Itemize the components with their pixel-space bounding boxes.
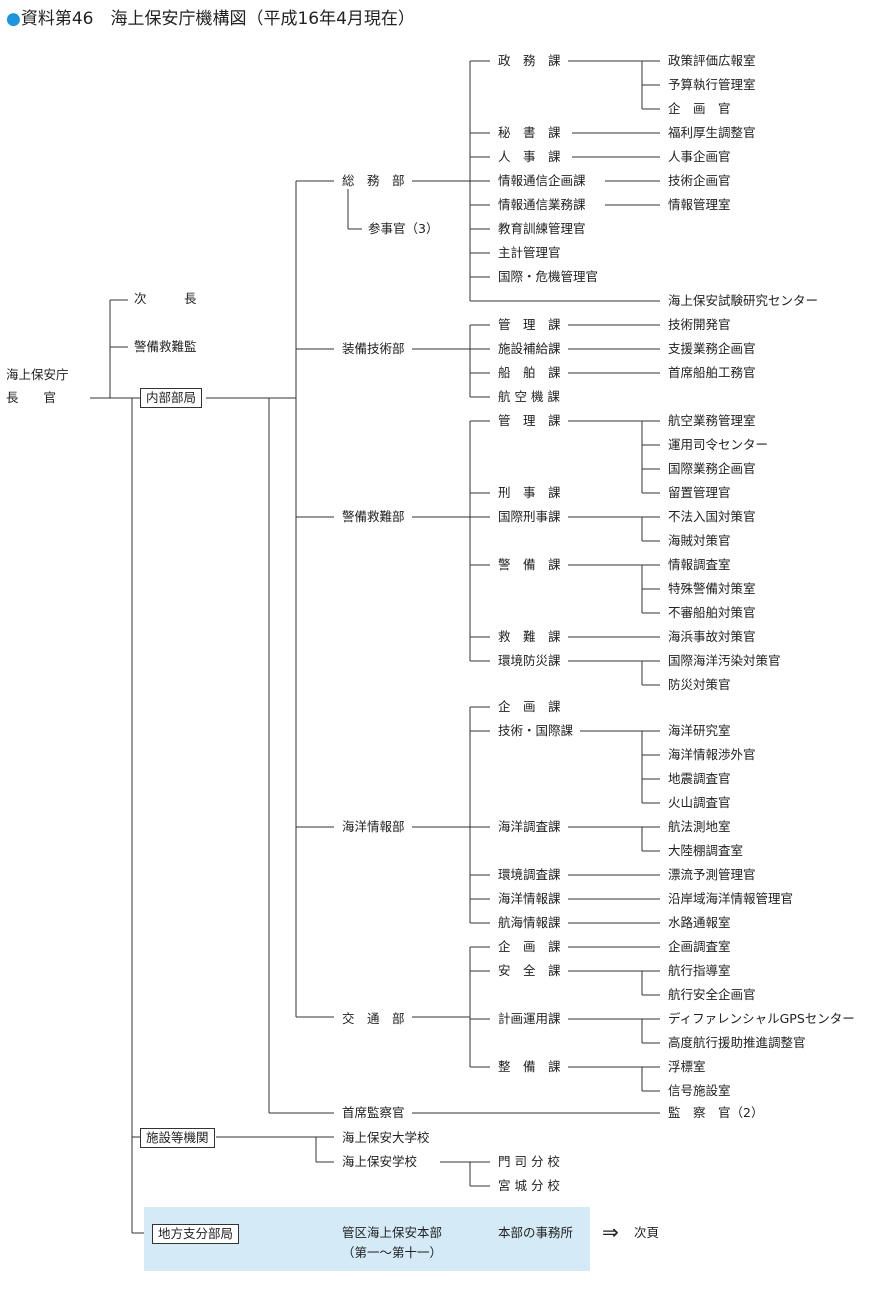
unit-fuhyo: 浮標室 <box>668 1059 706 1074</box>
next-page-label: 次頁 <box>634 1225 660 1240</box>
dept-somu: 総 務 部 <box>342 173 405 188</box>
unit-gijutsu-kikaku: 技術企画官 <box>668 173 731 188</box>
kansatsu-head: 首席監察官 <box>342 1105 405 1120</box>
regional-honbu: 管区海上保安本部 <box>342 1225 443 1240</box>
sobi-sec-kanri: 管 理 課 <box>498 317 561 332</box>
sec-kokusai-kiki: 国際・危機管理官 <box>498 269 599 284</box>
kaiyo-sec-kankyo: 環境調査課 <box>498 867 561 882</box>
kotsu-sec-keikaku: 計画運用課 <box>498 1011 561 1026</box>
kansatsu-officer: 監 察 官（2） <box>668 1105 764 1120</box>
unit-kokusai-gyomu: 国際業務企画官 <box>668 461 756 476</box>
unit-shuseki-senpaku: 首席船舶工務官 <box>668 365 756 380</box>
keibi-sec-kanri: 管 理 課 <box>498 413 561 428</box>
dept-sobi: 装備技術部 <box>342 341 405 356</box>
unit-shogai: 海洋情報渉外官 <box>668 747 756 762</box>
unit-kikakukan: 企 画 官 <box>668 101 731 116</box>
unit-shien: 支援業務企画官 <box>668 341 756 356</box>
sec-joho-kikaku: 情報通信企画課 <box>498 173 586 188</box>
sobi-sec-koku: 航 空 機 課 <box>498 389 560 404</box>
unit-hyoryu: 漂流予測管理官 <box>668 867 756 882</box>
unit-suiro-tsuho: 水路通報室 <box>668 915 731 930</box>
regional-sub: （第一～第十一） <box>342 1245 443 1260</box>
fac-miyagi: 宮 城 分 校 <box>498 1178 560 1193</box>
somu-sanjikan: 参事官（3） <box>368 221 439 236</box>
kotsu-sec-seibi: 整 備 課 <box>498 1059 561 1074</box>
kaiyo-sec-kikaku: 企 画 課 <box>498 699 561 714</box>
fac-daigakko: 海上保安大学校 <box>342 1130 430 1145</box>
unit-yosan: 予算執行管理室 <box>668 77 756 92</box>
next-page-arrow-icon: ⇒ <box>602 1220 619 1244</box>
regional-office: 本部の事務所 <box>498 1225 574 1240</box>
unit-kikaku-chosa: 企画調査室 <box>668 939 731 954</box>
sec-jinji: 人 事 課 <box>498 149 561 164</box>
unit-dgps-center: ディファレンシャルGPSセンター <box>668 1011 855 1026</box>
unit-enganiki: 沿岸域海洋情報管理官 <box>668 891 794 906</box>
unit-fushinsen: 不審船舶対策官 <box>668 605 756 620</box>
title-bullet: ● <box>6 9 21 29</box>
unit-koko-shido: 航行指導室 <box>668 963 731 978</box>
unit-unyo-shirei: 運用司令センター <box>668 437 769 452</box>
sobi-sec-shisetsu: 施設補給課 <box>498 341 561 356</box>
keibi-sec-keibi: 警 備 課 <box>498 557 561 572</box>
vice-commandant-operations: 警備救難監 <box>134 339 197 354</box>
sec-hisho: 秘 書 課 <box>498 125 561 140</box>
dept-kotsu: 交 通 部 <box>342 1011 405 1026</box>
unit-kaihin: 海浜事故対策官 <box>668 629 756 644</box>
kaiyo-sec-chosa: 海洋調査課 <box>498 819 561 834</box>
vice-commandant: 次 長 <box>134 291 197 306</box>
sobi-sec-senpaku: 船 舶 課 <box>498 365 561 380</box>
keibi-sec-kyunan: 救 難 課 <box>498 629 561 644</box>
unit-joho-kanri: 情報管理室 <box>668 197 731 212</box>
page-title: ●資料第46 海上保安庁機構図（平成16年4月現在） <box>6 8 415 30</box>
kotsu-sec-anzen: 安 全 課 <box>498 963 561 978</box>
title-text: 資料第46 海上保安庁機構図（平成16年4月現在） <box>20 9 415 29</box>
kaiyo-sec-kokai: 航海情報課 <box>498 915 561 930</box>
sec-kyoiku: 教育訓練管理官 <box>498 221 586 236</box>
box-shisetsu: 施設等機関 <box>140 1128 215 1148</box>
unit-kohou-sokuchi: 航法測地室 <box>668 819 731 834</box>
unit-tairikudana: 大陸棚調査室 <box>668 843 744 858</box>
unit-kokusai-osen: 国際海洋汚染対策官 <box>668 653 781 668</box>
keibi-sec-keiji: 刑 事 課 <box>498 485 561 500</box>
dept-kaiyo: 海洋情報部 <box>342 819 405 834</box>
unit-shingo-shisetsu: 信号施設室 <box>668 1083 731 1098</box>
fac-moji: 門 司 分 校 <box>498 1154 560 1169</box>
unit-shiken-center: 海上保安試験研究センター <box>668 293 819 308</box>
unit-tokushu-keibi: 特殊警備対策室 <box>668 581 756 596</box>
dept-keibi: 警備救難部 <box>342 509 405 524</box>
kotsu-sec-kikaku: 企 画 課 <box>498 939 561 954</box>
unit-bosai: 防災対策官 <box>668 677 731 692</box>
unit-seisaku: 政策評価広報室 <box>668 53 756 68</box>
unit-kodo-koko: 高度航行援助推進調整官 <box>668 1035 806 1050</box>
unit-joho-chosa: 情報調査室 <box>668 557 731 572</box>
kaiyo-sec-joho: 海洋情報課 <box>498 891 561 906</box>
chief-title-line1: 海上保安庁 <box>6 367 69 382</box>
unit-kazan: 火山調査官 <box>668 795 731 810</box>
box-chiho: 地方支分部局 <box>152 1224 240 1244</box>
sec-shukei: 主計管理官 <box>498 245 561 260</box>
unit-kaiyo-kenkyu: 海洋研究室 <box>668 723 731 738</box>
unit-fukuri: 福利厚生調整官 <box>668 125 756 140</box>
unit-kaizoku: 海賊対策官 <box>668 533 731 548</box>
unit-gijutsu-kaihatsu: 技術開発官 <box>668 317 731 332</box>
kaiyo-sec-gijutsu: 技術・国際課 <box>498 723 574 738</box>
keibi-sec-kankyo: 環境防災課 <box>498 653 561 668</box>
sec-joho-gyomu: 情報通信業務課 <box>498 197 586 212</box>
unit-jinji-kikaku: 人事企画官 <box>668 149 731 164</box>
unit-jishin: 地震調査官 <box>668 771 731 786</box>
keibi-sec-kokusai-keiji: 国際刑事課 <box>498 509 561 524</box>
sec-seimu: 政 務 課 <box>498 53 561 68</box>
unit-koku-gyomu: 航空業務管理室 <box>668 413 756 428</box>
box-naibu: 内部部局 <box>140 388 203 408</box>
fac-gakko: 海上保安学校 <box>342 1154 418 1169</box>
unit-koko-anzen: 航行安全企画官 <box>668 987 756 1002</box>
unit-fuho-nyukoku: 不法入国対策官 <box>668 509 756 524</box>
chief-title-line2: 長 官 <box>6 390 57 405</box>
unit-ryuchi: 留置管理官 <box>668 485 731 500</box>
